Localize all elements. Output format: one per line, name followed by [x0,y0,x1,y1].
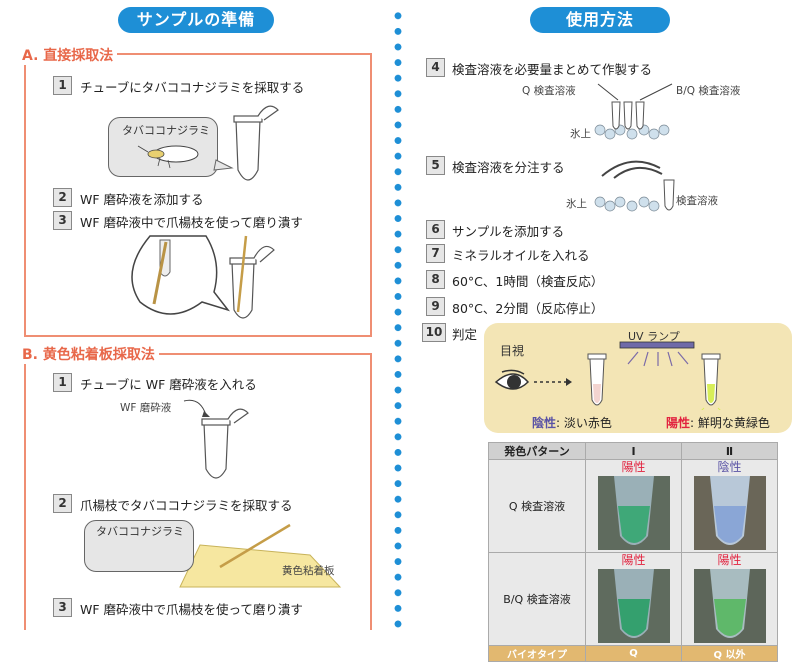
judgement-panel [484,323,792,433]
step-10-number: 10 [422,323,446,342]
table-row: B/Q 検査溶液 陽性 陽性 [488,552,778,646]
results-table: 発色パターン Ⅰ Ⅱ Q 検査溶液 陽性 陰性 B/Q 検査溶液 陽性 陽性 [488,442,778,662]
tube-illustration-b1 [183,399,249,479]
step-8-text: 60°C、1時間（検査反応） [452,274,604,289]
tube-photo-q-2 [693,476,766,550]
step-7-number: 7 [426,244,445,263]
cell-q-2: 陰性 [681,459,778,553]
result-q-1: 陽性 [621,460,646,474]
ice-label-5: 氷上 [566,198,587,210]
footer-q: Q [585,645,682,662]
cell-bq-2: 陽性 [681,552,778,646]
ice-tubes-illustration-4 [594,83,673,140]
tube-icon [233,105,279,181]
negative-description: : 淡い赤色 [556,416,612,430]
positive-legend: 陽性: 鮮明な黄緑色 [666,414,770,431]
footer-not-q: Q 以外 [681,645,778,662]
result-bq-1: 陽性 [621,553,646,567]
wf-label-b: WF 磨砕液 [120,402,172,414]
tube-photo-q-1 [597,476,670,550]
dotted-divider [394,8,402,628]
tube-icon [663,179,675,211]
positive-term: 陽性 [666,416,691,430]
step-5-text: 検査溶液を分注する [452,160,565,175]
whitefly-bubble-label-a: タバココナジラミ [122,124,210,137]
table-header-col2: Ⅱ [681,442,778,460]
negative-legend: 陰性: 淡い赤色 [532,414,612,431]
negative-term: 陰性 [532,416,557,430]
whitefly-bubble-b [84,520,194,572]
right-title: 使用方法 [530,7,670,33]
table-header-col1: Ⅰ [585,442,682,460]
tube-icon [229,235,275,319]
whitefly-tube-illustration-a [137,105,279,181]
eye-label: 目視 [500,344,525,358]
section-a-frame [24,53,372,337]
ice-tubes-illustration-5 [594,160,675,212]
step-8-number: 8 [426,270,445,289]
step-6-text: サンプルを添加する [452,224,565,239]
tube-icon [611,101,645,130]
footer-biotype: バイオタイプ [488,645,586,662]
section-a-heading: A. 直接採取法 [20,45,118,65]
cell-bq-1: 陽性 [585,552,682,646]
step-a3-text: WF 磨砕液中で爪楊枝を使って磨り潰す [80,215,303,230]
q-solution-label: Q 検査溶液 [522,85,576,97]
ice-label-4: 氷上 [570,128,591,140]
tube-icon-fluorescent [701,353,721,410]
section-b-frame [24,353,372,630]
step-6-number: 6 [426,220,445,239]
tube-photo-bq-2 [693,569,766,643]
board-label: 黄色粘着板 [282,565,335,577]
step-b3-text: WF 磨砕液中で爪楊枝を使って磨り潰す [80,602,303,617]
step-b1-number: 1 [53,373,72,392]
step-7-text: ミネラルオイルを入れる [452,248,590,263]
step-a1-text: チューブにタバココナジラミを採取する [80,80,305,95]
step-b2-text: 爪楊枝でタバココナジラミを採取する [80,498,293,513]
step-a2-text: WF 磨砕液を添加する [80,192,204,207]
whitefly-bubble-a [108,117,218,177]
step-10-text: 判定 [452,327,478,342]
table-header-row: 発色パターン Ⅰ Ⅱ [488,442,778,460]
table-row: Q 検査溶液 陽性 陰性 [488,459,778,553]
cell-q-1: 陽性 [585,459,682,553]
table-header-pattern: 発色パターン [488,442,586,460]
row-label-bq: B/Q 検査溶液 [488,552,586,646]
tube-icon [587,353,607,406]
tube-icon [201,408,249,479]
left-title: サンプルの準備 [118,7,274,33]
step-a1-number: 1 [53,76,72,95]
tube-photo-bq-1 [597,569,670,643]
result-bq-2: 陽性 [717,553,742,567]
section-b-heading: B. 黄色粘着板採取法 [20,344,159,364]
step-9-text: 80°C、2分間（反応停止） [452,301,604,316]
whitefly-bubble-label-b: タバココナジラミ [96,525,184,538]
test-solution-label: 検査溶液 [676,195,718,207]
step-b1-text: チューブに WF 磨砕液を入れる [80,377,257,392]
step-4-text: 検査溶液を必要量まとめて作製する [452,62,653,77]
whitefly-icon [137,145,199,169]
uv-lamp-icon [619,341,695,367]
judgement-illustration [494,341,721,410]
bq-solution-label: B/Q 検査溶液 [676,85,741,97]
row-label-q: Q 検査溶液 [488,459,586,553]
step-a2-number: 2 [53,188,72,207]
step-9-number: 9 [426,297,445,316]
step-4-number: 4 [426,58,445,77]
step-5-number: 5 [426,156,445,175]
step-a3-number: 3 [53,211,72,230]
uv-lamp-label: UV ランプ [628,330,680,343]
toothpick-grinding-illustration-a [131,235,275,319]
eye-icon [494,369,530,390]
step-b2-number: 2 [53,494,72,513]
positive-description: : 鮮明な黄緑色 [690,416,770,430]
result-q-2: 陰性 [717,460,742,474]
table-footer-row: バイオタイプ Q Q 以外 [488,645,778,662]
step-b3-number: 3 [53,598,72,617]
